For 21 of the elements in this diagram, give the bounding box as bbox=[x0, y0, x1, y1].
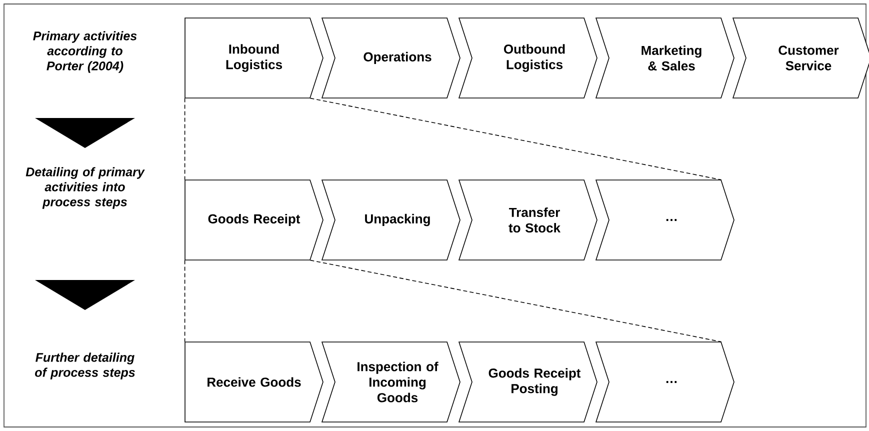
chevron-box: Inbound Logistics bbox=[184, 18, 324, 98]
dashed-line bbox=[184, 260, 186, 342]
chevron-box: Unpacking bbox=[321, 180, 460, 260]
chevron-box: … bbox=[595, 342, 734, 422]
chevron-box: Inspection of Incoming Goods bbox=[321, 342, 460, 422]
chevron-box: Goods Receipt Posting bbox=[458, 342, 598, 422]
side-label: Primary activities according to Porter (2004) bbox=[33, 31, 137, 73]
chevron-box: Outbound Logistics bbox=[458, 18, 598, 98]
chevron-box: Operations bbox=[321, 18, 460, 98]
dashed-line bbox=[310, 260, 722, 342]
dashed-line bbox=[310, 98, 722, 180]
side-label: Further detailing of process steps bbox=[35, 352, 135, 380]
chevron-box: Goods Receipt bbox=[184, 180, 324, 260]
chevron-box: Marketing & Sales bbox=[595, 18, 734, 98]
dashed-line bbox=[184, 98, 186, 180]
side-label: Detailing of primary activities into process steps bbox=[26, 167, 145, 209]
chevron-box: Transfer to Stock bbox=[458, 180, 598, 260]
chevron-box: … bbox=[595, 180, 734, 260]
node-label: Customer Service bbox=[778, 46, 839, 70]
chevron-box: Customer Service bbox=[732, 18, 869, 98]
chevron-box: Receive Goods bbox=[184, 342, 324, 422]
